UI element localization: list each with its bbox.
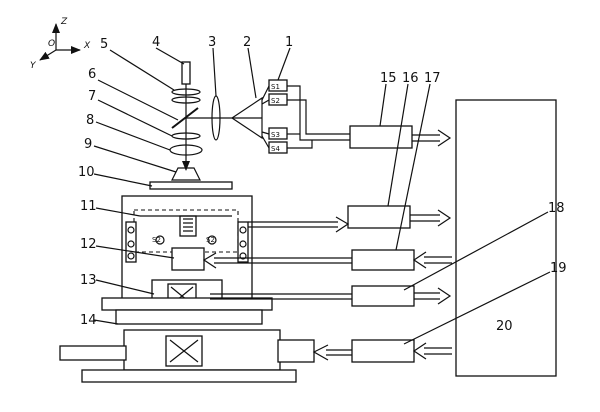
axis-y-label: Y	[30, 61, 37, 71]
label-15: 15	[380, 71, 397, 86]
axis-x-label: X	[83, 41, 91, 51]
beam-splitter-6	[171, 107, 199, 129]
label-18: 18	[548, 201, 565, 216]
box-15	[349, 125, 413, 149]
chamber-mark-right: S2	[206, 236, 215, 244]
label-13: 13	[80, 273, 97, 288]
optical-system	[169, 61, 263, 181]
sample-plate-10	[149, 181, 233, 190]
right-bearing	[237, 221, 249, 263]
label-2: 2	[243, 35, 251, 50]
stage-14	[115, 309, 263, 325]
label-4: 4	[152, 35, 160, 50]
label-9: 9	[84, 137, 92, 152]
label-16: 16	[402, 71, 419, 86]
sensor-s4-label: S4	[271, 145, 280, 153]
label-10: 10	[78, 165, 95, 180]
base-plate	[81, 369, 297, 383]
right-motor	[277, 339, 315, 363]
sensor-s3-label: S3	[271, 131, 280, 139]
label-11: 11	[80, 199, 97, 214]
label-20: 20	[496, 319, 513, 334]
detector-1: S1 S2 S3 S4	[261, 79, 350, 154]
controller-20	[455, 99, 557, 377]
part-labels: 1 2 3 4 5 6 7 8 9 10 11 12 13 14 15 16 1…	[78, 35, 567, 334]
label-8: 8	[86, 113, 94, 128]
label-3: 3	[208, 35, 216, 50]
objective-9	[171, 167, 201, 181]
label-17: 17	[424, 71, 441, 86]
axis-origin-label: O	[48, 39, 55, 49]
light-source-4	[181, 61, 191, 85]
left-drive	[59, 345, 127, 361]
box-16	[347, 205, 411, 229]
label-14: 14	[80, 313, 97, 328]
piezo-12	[171, 247, 205, 271]
label-1: 1	[285, 35, 293, 50]
coordinate-axes: Z X Y O	[30, 17, 91, 71]
label-7: 7	[88, 89, 96, 104]
sensor-s1-label: S1	[271, 83, 280, 91]
axis-z-label: Z	[60, 17, 68, 27]
left-bearing	[125, 221, 137, 263]
label-6: 6	[88, 67, 96, 82]
upper-stage	[101, 297, 273, 311]
electronics	[202, 99, 557, 377]
sensor-s2-label: S2	[271, 97, 280, 105]
label-5: 5	[100, 37, 108, 52]
label-12: 12	[80, 237, 97, 252]
leader-lines	[93, 47, 551, 345]
label-19: 19	[550, 261, 567, 276]
box-18	[351, 285, 415, 307]
box-17	[351, 249, 415, 271]
stage-assembly: S2 S2	[59, 181, 315, 383]
